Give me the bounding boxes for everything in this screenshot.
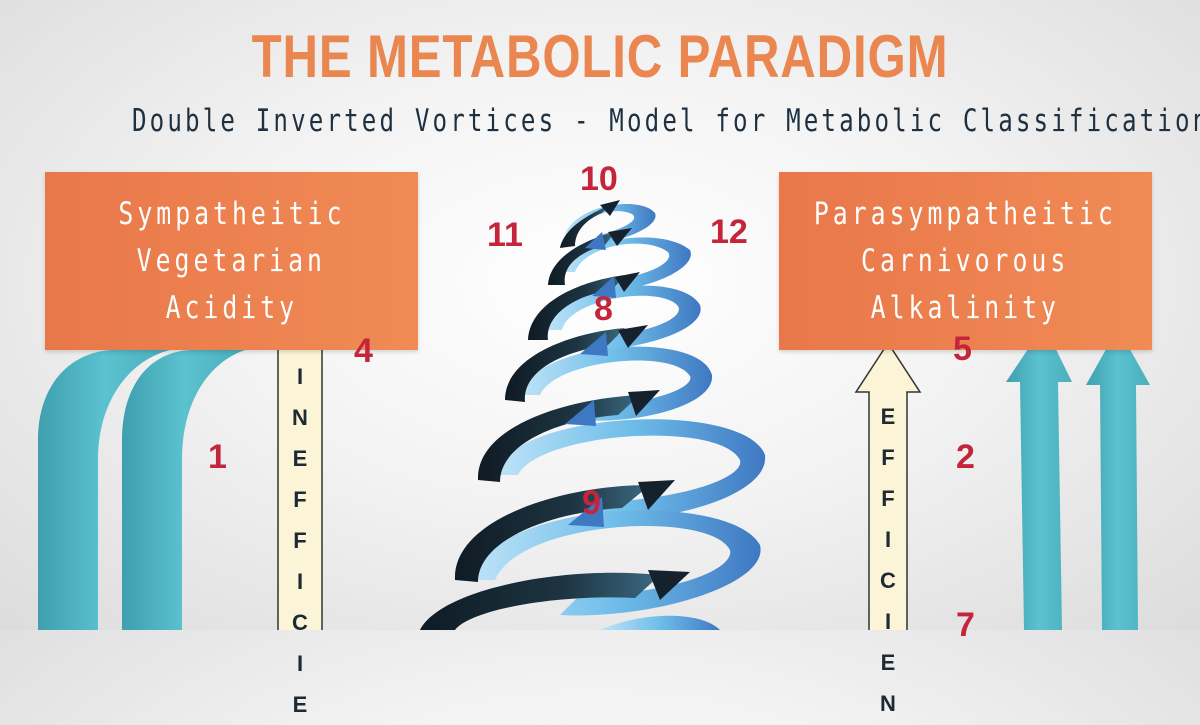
inefficient-letter: I (296, 651, 304, 676)
sympathetic-line-2: Vegetarian (136, 242, 327, 279)
vortex-arrowhead (615, 272, 640, 292)
efficient-letter: F (881, 486, 895, 511)
efficient-letter: N (880, 691, 896, 716)
number-2: 2 (956, 438, 975, 476)
number-12: 12 (710, 213, 748, 251)
page-title: THE METABOLIC PARADIGM (251, 23, 949, 90)
inefficient-letter: I (296, 569, 304, 594)
number-9: 9 (582, 484, 601, 522)
efficient-arrow (854, 341, 922, 630)
efficient-letter: I (884, 609, 892, 634)
vortex-arrowhead (638, 480, 675, 510)
arrows-layer (38, 325, 1150, 630)
inefficient-letter: F (293, 487, 307, 512)
vortex-arrowhead (648, 570, 690, 600)
vortex-blue-arrowheads (565, 232, 616, 527)
inefficient-letter: I (296, 364, 304, 389)
sympathetic-line-3: Acidity (165, 289, 298, 326)
vortex-arrowhead (585, 232, 606, 250)
teal-curved-arrow-inner (122, 350, 245, 630)
inefficient-letter: E (292, 692, 308, 717)
efficient-letter: E (880, 404, 896, 429)
vortex-arrowhead (608, 228, 632, 246)
page-subtitle: Double Inverted Vortices - Model for Met… (132, 103, 1200, 139)
efficient-letter: I (884, 527, 892, 552)
number-4: 4 (354, 332, 373, 370)
efficient-letter: E (880, 650, 896, 675)
number-8: 8 (594, 290, 613, 328)
inefficient-letter: E (292, 446, 308, 471)
inefficient-letter: F (293, 528, 307, 553)
vortex-arrowhead (580, 332, 608, 356)
sympathetic-box: Sympatheitic Vegetarian Acidity (45, 172, 418, 350)
vortex-arrowhead (592, 276, 616, 298)
number-5: 5 (953, 330, 972, 368)
sympathetic-line-1: Sympatheitic (117, 195, 346, 232)
number-10: 10 (580, 160, 618, 198)
teal-up-arrow-right-1 (1006, 325, 1072, 630)
vortex-graphic (420, 200, 766, 630)
parasympathetic-box: Parasympatheitic Carnivorous Alkalinity (779, 172, 1152, 350)
vortex-arrowheads (600, 200, 690, 600)
teal-curved-arrow-outer (38, 350, 170, 630)
parasympathetic-line-2: Carnivorous (861, 242, 1070, 279)
efficient-letter: F (881, 445, 895, 470)
vortex-arrowhead (618, 325, 648, 348)
vortex-arrowhead (568, 497, 604, 527)
parasympathetic-line-1: Parasympatheitic (814, 195, 1117, 232)
number-1: 1 (208, 438, 227, 476)
number-7: 7 (956, 606, 975, 644)
number-11: 11 (487, 216, 523, 254)
vortex-arrowhead (565, 400, 596, 426)
teal-up-arrow-right-2 (1086, 328, 1150, 630)
inefficient-bar (277, 339, 323, 630)
efficient-letter: C (880, 568, 896, 593)
parasympathetic-line-3: Alkalinity (870, 289, 1061, 326)
vortex-arrowhead (600, 200, 620, 216)
vortex-arrowhead (628, 390, 660, 416)
inefficient-letter: C (292, 610, 308, 635)
inefficient-letter: N (292, 405, 308, 430)
